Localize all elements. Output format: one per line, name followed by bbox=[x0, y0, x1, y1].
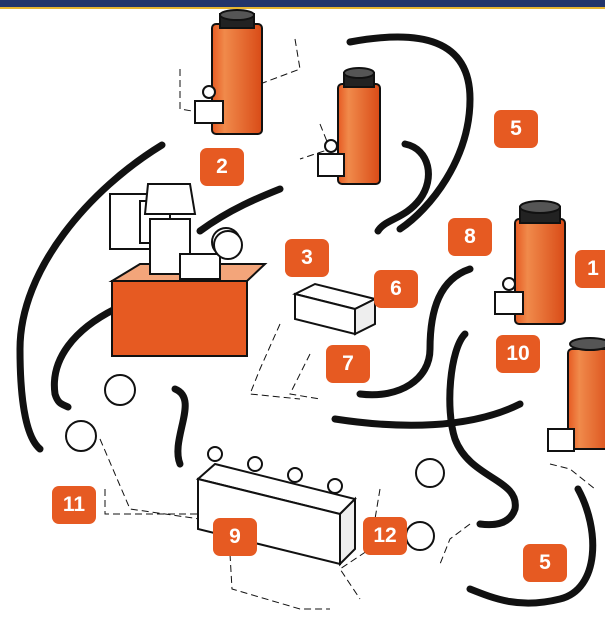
callout-badge-9: 9 bbox=[213, 518, 257, 556]
callout-badge-7: 7 bbox=[326, 345, 370, 383]
cylinder-icon bbox=[547, 337, 605, 452]
hose-8 bbox=[356, 265, 474, 399]
hose-manifold-cyl10 bbox=[446, 330, 519, 529]
hose-5-top bbox=[346, 33, 474, 233]
header-bar bbox=[0, 0, 605, 7]
callout-badge-5-bottom: 5 bbox=[523, 544, 567, 582]
hydraulic-system-diagram bbox=[16, 9, 605, 610]
pump-icon bbox=[108, 183, 268, 357]
callout-badge-10: 10 bbox=[496, 335, 540, 373]
cylinder-icon bbox=[317, 67, 381, 185]
callout-badge-6: 6 bbox=[374, 270, 418, 308]
callout-badge-11: 11 bbox=[52, 486, 96, 524]
hose-group bbox=[16, 33, 597, 607]
hose-5-bottom bbox=[466, 485, 597, 607]
cylinder-icon bbox=[194, 9, 263, 135]
callout-badge-5-top: 5 bbox=[494, 110, 538, 148]
cylinder-icon bbox=[494, 200, 566, 325]
hose-cyl3-manifold bbox=[374, 140, 432, 235]
callout-badge-8: 8 bbox=[448, 218, 492, 256]
callout-badge-12: 12 bbox=[363, 517, 407, 555]
hose-pump-valve bbox=[171, 385, 189, 468]
manifold-icon bbox=[292, 282, 378, 336]
callout-badge-2: 2 bbox=[200, 148, 244, 186]
header-accent-line bbox=[0, 7, 605, 9]
valve-manifold-icon bbox=[195, 446, 357, 567]
hose-pump-gauge bbox=[50, 305, 119, 411]
gauge-icon bbox=[65, 230, 445, 551]
hose-2-left bbox=[16, 141, 166, 453]
hose-pump-cyl2 bbox=[196, 185, 284, 235]
hose-long-bottom bbox=[331, 400, 524, 429]
callout-badge-3: 3 bbox=[285, 239, 329, 277]
callout-badge-1: 1 bbox=[575, 250, 605, 288]
